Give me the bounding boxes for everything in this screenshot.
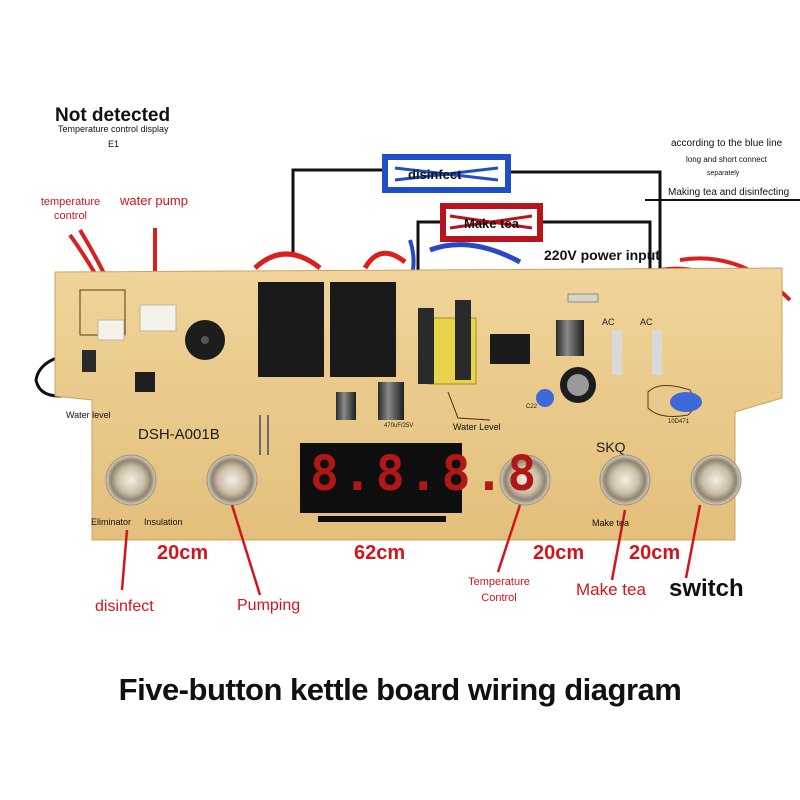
distance-3: 20cm [533,542,585,564]
varistor-code: 10D471 [668,419,690,425]
pumping-button-label: Pumping [237,597,301,614]
distance-1: 20cm [157,542,209,564]
silkscreen [79,289,695,455]
diagram-title: Five-button kettle board wiring diagram [118,672,682,707]
led-display-digits: 8.8.8.8 [310,446,541,502]
temperature-control-label: temperature control [40,196,101,223]
distance-4: 20cm [629,542,681,564]
side-note-4: Making tea and disinfecting [668,187,790,198]
water-level-mid-label: Water Level [453,422,501,432]
not-detected-note: Not detected [55,105,171,126]
side-note-3: separately [707,170,740,177]
ac-right-label: AC [640,317,653,327]
power-input-label: 220V power input [544,247,660,263]
black-wire-tea-left [416,220,445,290]
temp-connector [97,319,125,341]
capacitor-3 [556,320,584,356]
red-wire-relay-2 [362,250,407,270]
pump-connector [139,304,177,332]
side-note-2: long and short connect [686,155,767,164]
varistor [670,392,702,412]
eliminator-label: Eliminator [91,517,132,527]
make-tea-button-label: Make tea [576,580,646,599]
capacitor-2 [378,382,404,420]
make-tea-relay-label: Make tea [464,216,519,231]
insulation-label: Insulation [144,517,183,527]
ac-terminal-right [652,330,662,375]
black-wire-tea-right [540,220,652,280]
ac-terminal-left [612,330,622,375]
coil-pumping [206,454,258,506]
black-wire-disinfect-right [505,170,662,290]
make-tea-relay-box [440,203,543,242]
capacitor-1 [336,392,356,420]
water-level-connector [82,350,96,372]
temperature-button-label: Temperature Control [468,576,530,604]
board-model: DSH-A001B [138,426,220,443]
water-level-left-label: Water level [66,410,111,420]
black-wire-disinfect-left [291,168,390,255]
coil-temperature [499,454,551,506]
capacitor-code: C22 [526,404,538,410]
pointer-lines [120,504,702,596]
board-brand: SKQ [596,439,626,455]
relay-2 [330,282,396,377]
button-coils [105,454,742,506]
temp-display-note: Temperature control display [58,124,169,134]
blue-cap [536,389,554,407]
ic-chip [490,334,530,364]
distance-2: 62cm [354,542,406,564]
disinfect-button-label: disinfect [95,598,154,615]
relay-1 [258,282,324,377]
red-wire-relay [253,251,322,270]
coil-make-tea [599,454,651,506]
water-pump-label: water pump [120,193,188,208]
blue-wire-relay [429,242,522,265]
transistor [135,372,155,392]
coil-switch [690,454,742,506]
e1-note: E1 [108,139,120,149]
disinfect-relay-label: disinfect [408,167,462,182]
side-note-1: according to the blue line [671,138,783,149]
disinfect-relay-box [382,154,511,193]
make-tea-board-label: Make tea [592,518,630,528]
ac-left-label: AC [602,317,615,327]
fuse [567,293,599,303]
led-display [300,443,462,513]
switch-button-label: switch [669,575,744,602]
capacitor-note: 470uF/25V [384,423,414,429]
coil-disinfect [105,454,157,506]
